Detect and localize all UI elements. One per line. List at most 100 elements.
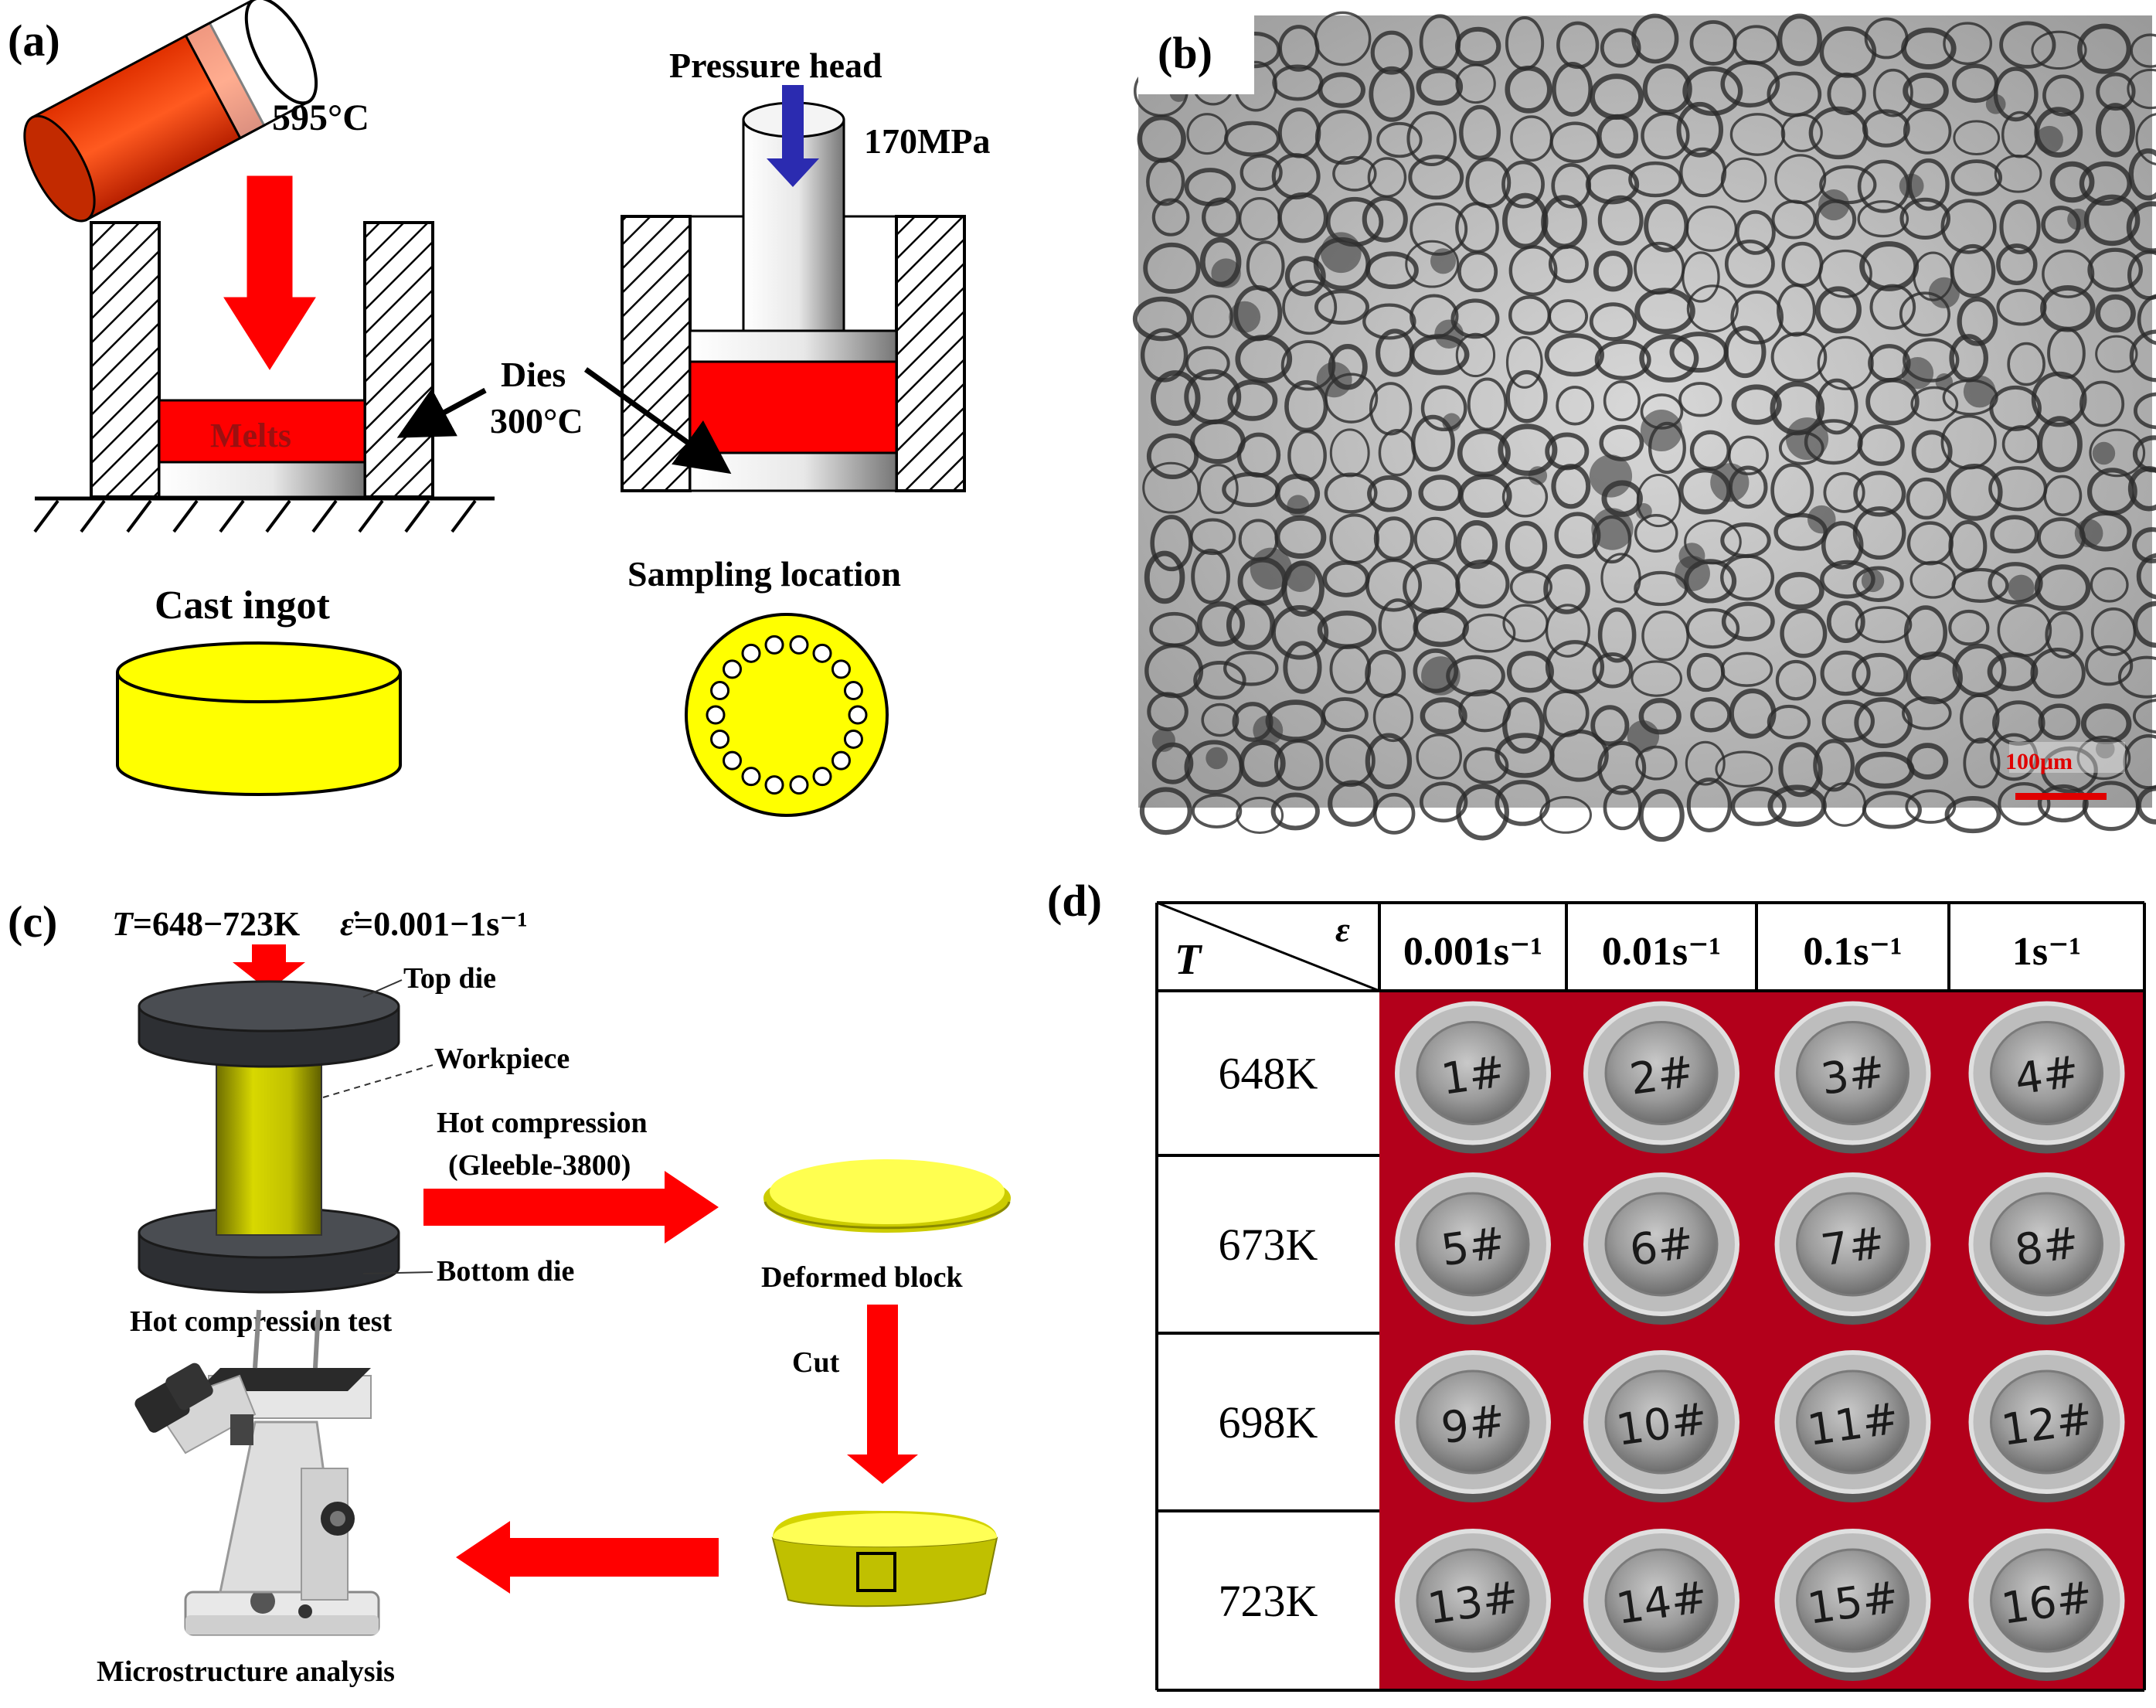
grain-boundary <box>1556 386 1594 426</box>
eutectic-cluster <box>1287 495 1310 518</box>
eutectic-cluster <box>1591 508 1634 550</box>
eutectic-cluster <box>2008 574 2035 602</box>
grain-boundary <box>1224 121 1281 157</box>
sampling-hole <box>741 767 761 787</box>
grain-boundary <box>1634 288 1695 335</box>
ladle <box>23 0 318 223</box>
grain-boundary <box>1543 564 1590 614</box>
grain-boundary <box>1906 743 1949 780</box>
eutectic-cluster <box>1627 720 1660 753</box>
grain-boundary <box>2037 784 2089 823</box>
pour-arrow <box>223 175 316 370</box>
grain-boundary <box>1815 378 1858 435</box>
grain-boundary <box>1987 652 2039 692</box>
sampling-hole <box>843 681 863 701</box>
specimen-coin: 14# <box>1583 1529 1739 1681</box>
specimen-coin: 1# <box>1395 1001 1551 1154</box>
grain-boundary <box>2127 68 2156 110</box>
grain-boundary <box>1950 159 2003 196</box>
specimen-coin: 13# <box>1395 1529 1551 1681</box>
grain-boundary <box>1455 63 1496 104</box>
grain-boundary <box>1826 601 1865 643</box>
grain-boundary <box>1362 196 1408 243</box>
grain-boundary <box>1552 62 1593 117</box>
deformed-block <box>763 1159 1011 1233</box>
grain-boundary <box>1376 121 1423 158</box>
specimen-mark: 8# <box>2012 1218 2083 1277</box>
grain-boundary <box>2095 335 2138 373</box>
grain-boundary <box>1770 332 1828 383</box>
grain-boundary <box>1506 651 1554 693</box>
melts-label: Melts <box>210 417 291 454</box>
grain-boundary <box>1597 607 1637 663</box>
sampling-hole <box>723 750 743 771</box>
grain-boundary <box>1869 284 1916 330</box>
grain-boundary <box>1408 155 1464 200</box>
grain-boundary <box>1185 345 1230 381</box>
grain-boundary <box>1862 109 1910 148</box>
grain-boundary <box>1501 160 1545 209</box>
eutectic-cluster <box>1229 301 1261 333</box>
left-die: Melts <box>33 221 495 533</box>
grain-boundary <box>2090 566 2129 603</box>
specimen-mark: 1# <box>1438 1046 1508 1105</box>
workpiece-label: Workpiece <box>434 1043 570 1075</box>
grain-boundary <box>1193 660 1246 700</box>
grain-boundary <box>1505 520 1548 572</box>
grain-boundary <box>1592 652 1633 689</box>
grain-boundary <box>1509 570 1552 604</box>
grain-boundary <box>1852 506 1906 560</box>
grain-boundary <box>2079 380 2125 427</box>
eutectic-cluster <box>1985 94 2006 114</box>
corner-row-symbol: T <box>1175 936 1203 984</box>
eutectic-cluster <box>1710 463 1750 502</box>
grain-boundary <box>1144 550 1185 604</box>
grain-boundary <box>1989 385 2042 431</box>
sampling-hole <box>710 681 730 701</box>
grain-boundary <box>1191 793 1243 828</box>
grain-boundary <box>2007 342 2045 386</box>
grain-boundary <box>1372 792 1416 835</box>
grain-boundary <box>2117 655 2156 699</box>
column-header: 0.01s⁻¹ <box>1602 930 1721 974</box>
deformed-block-label: Deformed block <box>761 1261 964 1294</box>
grain-boundary <box>1551 464 1591 509</box>
grain-boundary <box>1857 424 1905 466</box>
grain-boundary <box>1321 697 1369 733</box>
grain-boundary <box>1270 605 1329 660</box>
scale-bar <box>2015 793 2107 800</box>
grain-boundary <box>1324 472 1378 514</box>
grain-boundary <box>1405 240 1460 288</box>
grain-boundary <box>1729 113 1786 156</box>
row-header: 698K <box>1219 1397 1318 1448</box>
grain-boundary <box>1682 251 1720 303</box>
grain-boundary <box>1735 209 1776 255</box>
grain-boundary <box>1903 605 1948 661</box>
grain-boundary <box>1284 256 1326 297</box>
to-deformed-arrow <box>423 1171 719 1244</box>
eutectic-cluster <box>2035 125 2063 154</box>
grain-boundary <box>1191 549 1230 604</box>
grain-boundary <box>1585 164 1640 205</box>
dies-label: Dies <box>501 355 566 394</box>
sampling-hole <box>848 705 868 725</box>
sampling-hole <box>764 635 784 655</box>
grain-boundary <box>1548 299 1589 334</box>
grain-boundary <box>1143 242 1201 294</box>
grain-boundary <box>1990 733 2039 781</box>
grain-boundary <box>1457 250 1498 293</box>
grain-boundary <box>1906 651 1963 705</box>
temperature-range: T=648−723K <box>112 905 300 943</box>
grain-boundary <box>1365 733 1413 790</box>
panel-d-label: (d) <box>1047 876 1102 926</box>
grain-boundary <box>1631 660 1683 697</box>
grain-boundary <box>2135 113 2156 165</box>
grain-boundary <box>2085 645 2134 686</box>
microstructure-analysis-label: Microstructure analysis <box>97 1655 395 1688</box>
bottom-die-label: Bottom die <box>437 1255 574 1288</box>
grain-boundary <box>1641 111 1690 160</box>
eutectic-cluster <box>2074 519 2103 548</box>
eutectic-cluster <box>1675 556 1710 591</box>
sampling-location-label: Sampling location <box>627 554 901 594</box>
grain-boundary <box>2077 23 2132 74</box>
